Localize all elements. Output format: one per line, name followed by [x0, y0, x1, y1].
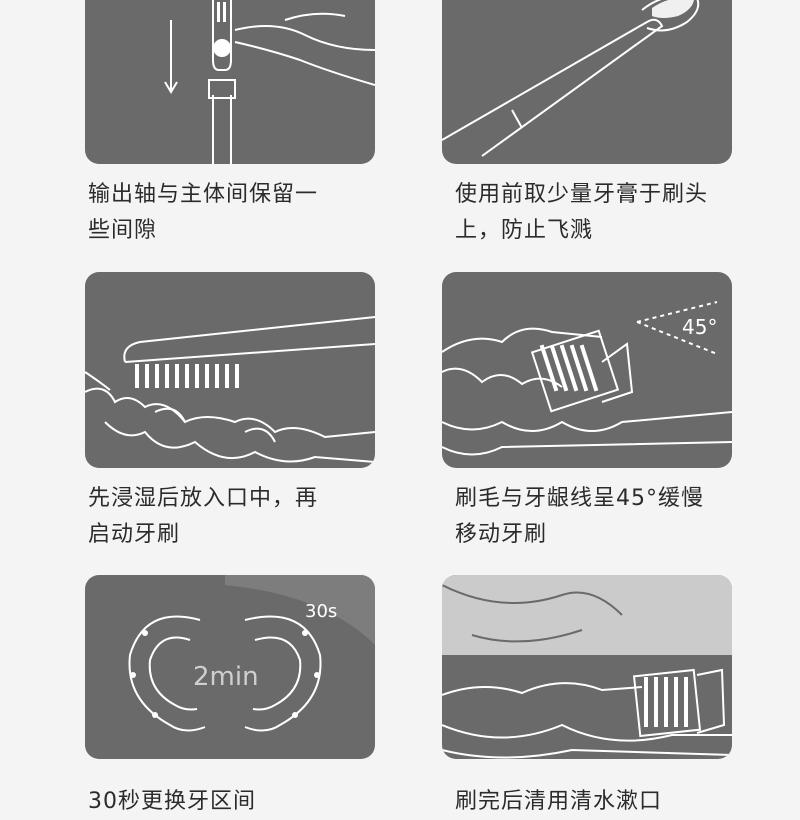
step-5-illustration: 2min 30s	[85, 575, 375, 759]
caption-line: 移动牙刷	[455, 522, 548, 547]
brush-rinse-icon	[442, 575, 732, 759]
step-6-caption: 刷完后清用清水漱口	[455, 784, 755, 820]
caption-line: 先浸湿后放入口中，再	[88, 486, 319, 511]
step-3-illustration	[85, 272, 375, 468]
caption-line: 启动牙刷	[88, 522, 181, 547]
caption-line: 30秒更换牙区间	[88, 789, 256, 814]
caption-line: 些间隙	[88, 218, 158, 243]
hand-inserting-brush-head-icon	[164, 0, 375, 164]
caption-line: 上，防止飞溅	[455, 218, 594, 243]
timer-interval-label: 30s	[305, 601, 337, 622]
caption-line: 刷完后清用清水漱口	[455, 789, 663, 814]
brush-on-teeth-icon	[85, 316, 375, 463]
timer-total-label: 2min	[193, 662, 259, 692]
step-1-illustration	[85, 0, 375, 164]
caption-line: 输出轴与主体间保留一	[88, 182, 319, 207]
step-3-caption: 先浸湿后放入口中，再 启动牙刷	[88, 481, 388, 553]
step-4-illustration: 45°	[442, 272, 732, 468]
step-1-caption: 输出轴与主体间保留一 些间隙	[88, 177, 388, 249]
step-6-illustration	[442, 575, 732, 759]
brush-45-degree-icon: 45°	[442, 301, 732, 456]
step-4-caption: 刷毛与牙龈线呈45°缓慢 移动牙刷	[455, 481, 755, 553]
toothbrush-with-paste-icon	[442, 0, 700, 157]
step-2-caption: 使用前取少量牙膏于刷头 上，防止飞溅	[455, 177, 755, 249]
step-5-caption: 30秒更换牙区间	[88, 784, 388, 820]
step-2-illustration	[442, 0, 732, 164]
angle-label: 45°	[682, 315, 717, 339]
caption-line: 刷毛与牙龈线呈45°缓慢	[455, 486, 704, 511]
dental-arch-timer-icon: 2min 30s	[128, 575, 375, 732]
caption-line: 使用前取少量牙膏于刷头	[455, 182, 709, 207]
